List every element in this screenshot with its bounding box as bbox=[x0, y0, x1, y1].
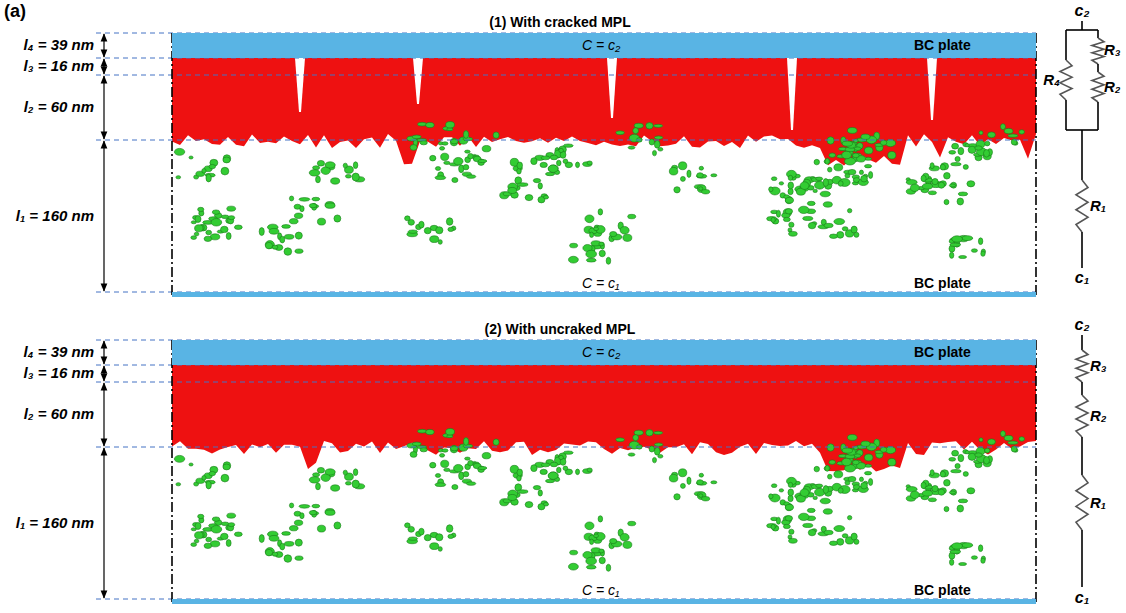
dimension-label: l₂ = 60 nm bbox=[24, 98, 94, 116]
bc-plate-line: C = c₁ BC plate bbox=[172, 581, 1036, 604]
node-concentration: c₂ bbox=[1075, 2, 1090, 20]
domain-edge bbox=[171, 33, 173, 295]
circuit-wire bbox=[1097, 64, 1099, 72]
dimension-arrow bbox=[103, 341, 104, 364]
dimension-label: l₃ = 16 nm bbox=[24, 57, 94, 75]
panel-title: (1) With cracked MPL bbox=[489, 13, 630, 31]
resistor-symbol bbox=[1060, 60, 1072, 100]
dimension-label: l₁ = 160 nm bbox=[16, 514, 94, 532]
dimension-arrow bbox=[103, 448, 104, 598]
dimension-label: l₂ = 60 nm bbox=[24, 405, 94, 423]
boundary-line bbox=[96, 75, 1036, 76]
catalyst-particles bbox=[174, 429, 1024, 572]
boundary-condition: C = c₁ bbox=[582, 274, 619, 292]
dimension-label: l₄ = 39 nm bbox=[23, 343, 94, 361]
bc-plate-band: C = c₂ BC plate bbox=[172, 340, 1036, 365]
circuit-wire bbox=[1081, 382, 1083, 395]
dimension-arrow bbox=[103, 59, 104, 74]
dimension-arrow bbox=[103, 141, 104, 291]
circuit-wire bbox=[1065, 30, 1067, 60]
dimension-arrow bbox=[103, 76, 104, 139]
plate-name: BC plate bbox=[914, 36, 971, 54]
circuit-wire bbox=[1066, 29, 1098, 31]
mpl-layer bbox=[172, 58, 1036, 165]
resistance-label: R₃ bbox=[1090, 357, 1107, 375]
resistance-label: R₂ bbox=[1090, 407, 1107, 425]
boundary-condition: C = c₂ bbox=[582, 343, 620, 361]
node-concentration: c₁ bbox=[1075, 269, 1090, 287]
resistor-symbol bbox=[1076, 350, 1088, 382]
resistance-label: R₁ bbox=[1090, 494, 1106, 512]
mpl-panel bbox=[96, 33, 1036, 295]
crack bbox=[295, 58, 305, 112]
dimension-arrow bbox=[103, 366, 104, 381]
resistance-label: R₃ bbox=[1104, 41, 1121, 59]
dimension-label: l₃ = 16 nm bbox=[24, 364, 94, 382]
boundary-line bbox=[96, 382, 1036, 383]
mpl-layer bbox=[172, 365, 1036, 471]
dimension-label: l₄ = 39 nm bbox=[23, 36, 94, 54]
resistor-symbol bbox=[1076, 395, 1088, 437]
crack bbox=[607, 58, 617, 118]
dimension-arrow bbox=[103, 34, 104, 57]
node-concentration: c₁ bbox=[1075, 589, 1090, 607]
circuit-wire bbox=[1097, 30, 1099, 38]
boundary-condition: C = c₂ bbox=[582, 36, 620, 54]
plate-name: BC plate bbox=[914, 343, 971, 361]
boundary-condition: C = c₁ bbox=[582, 581, 619, 599]
resistance-label: R₂ bbox=[1104, 78, 1121, 96]
resistor-symbol bbox=[1092, 72, 1104, 102]
circuit-wire bbox=[1081, 130, 1083, 180]
resistor-symbol bbox=[1076, 475, 1088, 530]
panel-title: (2) With uncraked MPL bbox=[485, 320, 636, 338]
resistor-symbol bbox=[1092, 38, 1104, 64]
boundary-line bbox=[96, 140, 1036, 141]
dimension-label: l₁ = 160 nm bbox=[16, 207, 94, 225]
domain-edge bbox=[1035, 33, 1037, 295]
mpl-panel bbox=[96, 340, 1036, 602]
resistor-symbol bbox=[1076, 180, 1088, 232]
catalyst-particles bbox=[174, 122, 1024, 265]
domain-edge bbox=[171, 340, 173, 602]
circuit-wire bbox=[1081, 232, 1083, 268]
node-concentration: c₂ bbox=[1075, 316, 1090, 334]
circuit-wire bbox=[1097, 102, 1099, 130]
crack bbox=[787, 58, 797, 130]
plate-name: BC plate bbox=[914, 581, 971, 599]
dimension-arrow bbox=[103, 383, 104, 446]
circuit-wire bbox=[1081, 21, 1083, 30]
resistance-circuit bbox=[1076, 335, 1088, 587]
circuit-wire bbox=[1081, 437, 1083, 475]
circuit-wire bbox=[1081, 335, 1083, 350]
domain-edge bbox=[1035, 340, 1037, 602]
circuit-wire bbox=[1065, 100, 1067, 130]
boundary-line bbox=[96, 447, 1036, 448]
panel-letter: (a) bbox=[4, 2, 26, 20]
bc-plate-line: C = c₁ BC plate bbox=[172, 274, 1036, 297]
resistance-label: R₄ bbox=[1043, 71, 1060, 89]
resistance-circuit bbox=[1060, 21, 1104, 268]
circuit-wire bbox=[1081, 530, 1083, 587]
crack bbox=[413, 58, 423, 104]
resistance-label: R₁ bbox=[1090, 197, 1106, 215]
crack bbox=[927, 58, 937, 120]
bc-plate-band: C = c₂ BC plate bbox=[172, 33, 1036, 58]
plate-name: BC plate bbox=[914, 274, 971, 292]
